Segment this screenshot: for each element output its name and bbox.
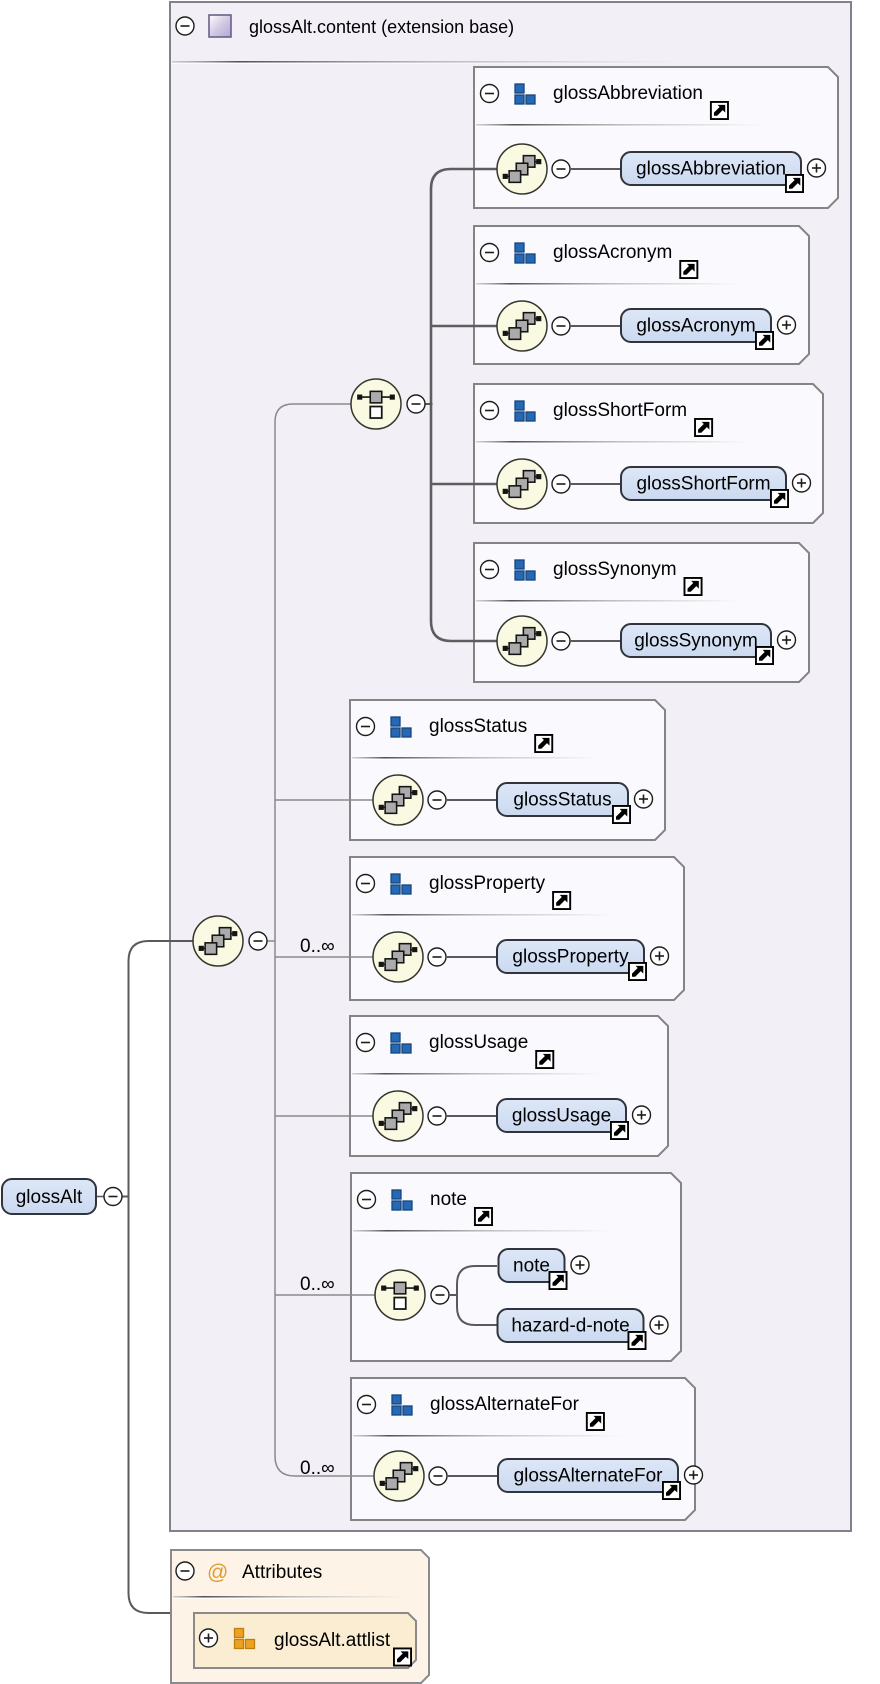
svg-text:glossAlternateFor: glossAlternateFor — [514, 1466, 664, 1487]
svg-text:glossUsage: glossUsage — [429, 1032, 528, 1053]
svg-text:0..∞: 0..∞ — [300, 936, 335, 957]
svg-text:glossAlt.content (extension ba: glossAlt.content (extension base) — [249, 17, 514, 37]
svg-text:@: @ — [207, 1561, 228, 1584]
svg-text:glossShortForm: glossShortForm — [636, 474, 770, 495]
svg-text:glossSynonym: glossSynonym — [553, 559, 677, 580]
svg-text:glossAcronym: glossAcronym — [636, 316, 755, 337]
svg-text:glossStatus: glossStatus — [429, 716, 527, 737]
svg-text:note: note — [513, 1256, 550, 1277]
svg-text:glossSynonym: glossSynonym — [634, 631, 758, 652]
svg-text:glossShortForm: glossShortForm — [553, 400, 687, 421]
svg-text:0..∞: 0..∞ — [300, 1458, 335, 1479]
svg-text:glossUsage: glossUsage — [512, 1106, 611, 1127]
svg-text:glossAcronym: glossAcronym — [553, 242, 672, 263]
svg-text:glossProperty: glossProperty — [429, 873, 546, 894]
svg-text:0..∞: 0..∞ — [300, 1274, 335, 1295]
svg-text:glossAbbreviation: glossAbbreviation — [553, 83, 703, 104]
svg-text:glossAlt.attlist: glossAlt.attlist — [274, 1630, 391, 1651]
svg-text:glossAlt: glossAlt — [16, 1187, 83, 1208]
svg-text:glossAlternateFor: glossAlternateFor — [430, 1394, 580, 1415]
svg-text:glossProperty: glossProperty — [512, 947, 629, 968]
svg-text:hazard-d-note: hazard-d-note — [511, 1316, 629, 1337]
svg-text:note: note — [430, 1189, 467, 1210]
svg-text:glossStatus: glossStatus — [513, 790, 611, 811]
svg-text:glossAbbreviation: glossAbbreviation — [636, 159, 786, 180]
svg-text:Attributes: Attributes — [242, 1562, 322, 1583]
